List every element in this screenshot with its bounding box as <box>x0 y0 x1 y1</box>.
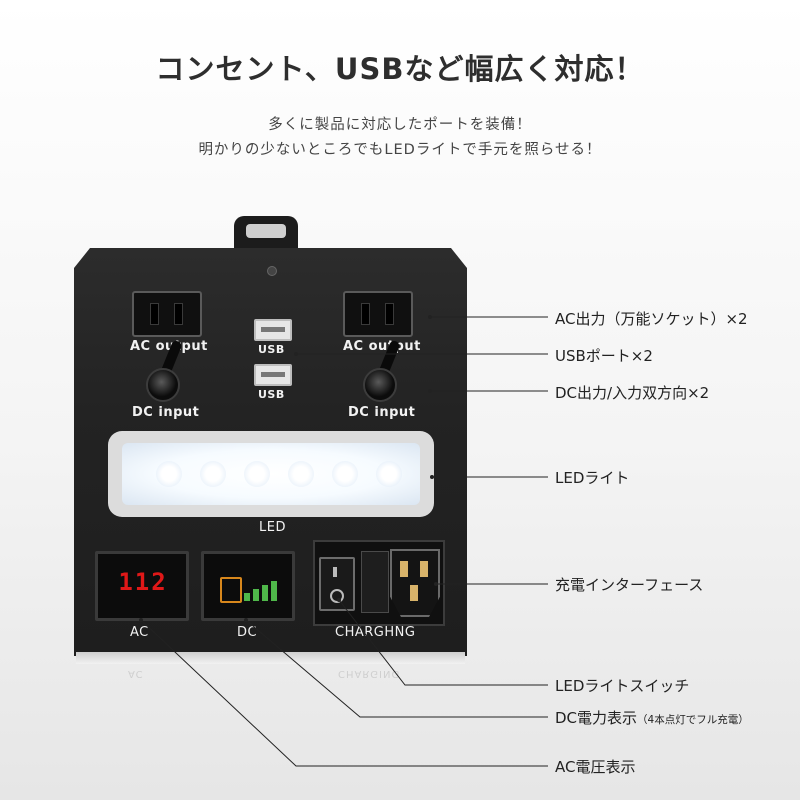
ac-outlet-left[interactable] <box>132 291 202 337</box>
callout-dc-power-display-note: （4本点灯でフル充電） <box>637 714 749 726</box>
callout-ac-voltage-display: AC電圧表示 <box>555 758 636 776</box>
callout-led-light: LEDライト <box>555 469 630 487</box>
dc-power-bar <box>244 593 250 601</box>
callout-ac-outlets: AC出力（万能ソケット）×2 <box>555 310 748 328</box>
dc-power-bar <box>271 581 277 601</box>
usb-port-top[interactable] <box>254 319 292 341</box>
usb-label-top: USB <box>258 343 285 356</box>
led-bulb <box>288 461 314 487</box>
inlet-pin <box>400 561 408 577</box>
leader-dc-display <box>245 619 548 718</box>
battery-icon <box>220 577 242 603</box>
dc-meter-label: DC <box>237 625 258 640</box>
device-base <box>76 652 465 664</box>
dc-port-right[interactable] <box>363 368 397 402</box>
screw-icon <box>267 266 277 276</box>
dc-power-bar <box>262 585 268 601</box>
led-bulb <box>244 461 270 487</box>
ac-output-left-label: AC output <box>130 339 208 354</box>
outlet-pin <box>174 303 183 325</box>
fuse-holder <box>361 551 389 613</box>
outlet-pin <box>385 303 394 325</box>
callout-led-switch: LEDライトスイッチ <box>555 677 690 695</box>
usb-port-bottom[interactable] <box>254 364 292 386</box>
ac-output-right-label: AC output <box>343 339 421 354</box>
dc-power-meter <box>201 551 295 621</box>
leader-ac-display <box>140 619 548 767</box>
outlet-pin <box>361 303 370 325</box>
led-bulb <box>332 461 358 487</box>
led-bulb <box>200 461 226 487</box>
sub-line-1: 多くに製品に対応したポートを装備！ <box>268 117 532 133</box>
leader-dot <box>139 618 143 622</box>
leader-dot <box>244 618 248 622</box>
ac-outlet-right[interactable] <box>343 291 413 337</box>
leader-dot <box>434 582 438 586</box>
dc-port-left[interactable] <box>146 368 180 402</box>
led-light-switch[interactable] <box>319 557 355 611</box>
sub-line-2: 明かりの少ないところでもLEDライトで手元を照らせる！ <box>198 142 602 158</box>
callout-dc-ports: DC出力/入力双方向×2 <box>555 384 710 402</box>
leader-dot <box>337 598 341 602</box>
ac-meter-label: AC <box>130 625 149 640</box>
callout-dc-power-display: DC電力表示（4本点灯でフル充電） <box>555 707 749 728</box>
callout-usb-ports: USBポート×2 <box>555 347 653 365</box>
inlet-pin <box>410 585 418 601</box>
dc-input-left-label: DC input <box>132 405 200 420</box>
usb-label-bottom: USB <box>258 388 285 401</box>
dc-power-bar <box>253 589 259 601</box>
callout-charging-interface: 充電インターフェース <box>555 576 704 594</box>
led-label: LED <box>259 520 286 535</box>
outlet-pin <box>150 303 159 325</box>
leader-dot <box>294 352 298 356</box>
callout-dc-power-display-text: DC電力表示 <box>555 709 638 727</box>
headline: コンセント、USBなど幅広く対応！ <box>155 52 645 86</box>
leader-dot <box>428 389 432 393</box>
ac-inlet-socket[interactable] <box>390 549 440 617</box>
leader-led-switch <box>338 599 548 686</box>
ac-voltage-reading: 112 <box>118 568 168 596</box>
leader-dot <box>428 315 432 319</box>
led-bulb <box>376 461 402 487</box>
dc-input-right-label: DC input <box>348 405 416 420</box>
led-bulb <box>156 461 182 487</box>
inlet-pin <box>420 561 428 577</box>
charging-label: CHARGHNG <box>335 625 416 640</box>
leader-dot <box>430 475 434 479</box>
